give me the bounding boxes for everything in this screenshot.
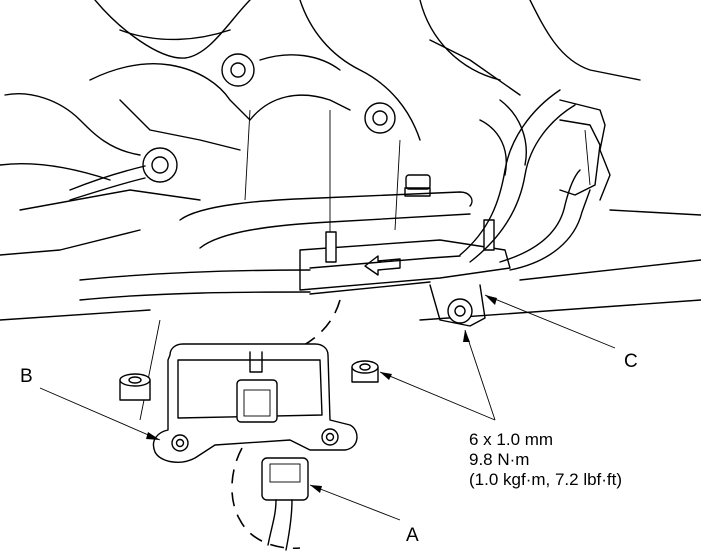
engine-body-outline (0, 0, 701, 421)
bolt-size-text: 6 x 1.0 mm (469, 430, 554, 449)
leader-lines (39, 294, 616, 521)
callout-label-a: A (406, 525, 419, 546)
crossmember-bracket (179, 174, 511, 327)
module-connector (261, 457, 309, 551)
callout-label-c: C (624, 351, 638, 372)
torque-alt-text: (1.0 kgf·m, 7.2 lbf·ft) (469, 470, 623, 489)
torque-spec: 6 x 1.0 mm 9.8 N·m (1.0 kgf·m, 7.2 lbf·f… (469, 430, 622, 490)
harness-connector (559, 119, 601, 196)
mounting-nut-left (119, 373, 151, 401)
control-module (152, 343, 358, 463)
callout-label-b: B (20, 366, 33, 387)
harness-route-dashed (269, 299, 341, 361)
connector-route-dashed (231, 447, 301, 550)
background-bolts (69, 53, 396, 201)
torque-nm-text: 9.8 N·m (469, 450, 530, 469)
hose-harness (79, 89, 591, 301)
left-arrow-icon (364, 255, 401, 276)
mounting-nut-right (351, 360, 379, 383)
